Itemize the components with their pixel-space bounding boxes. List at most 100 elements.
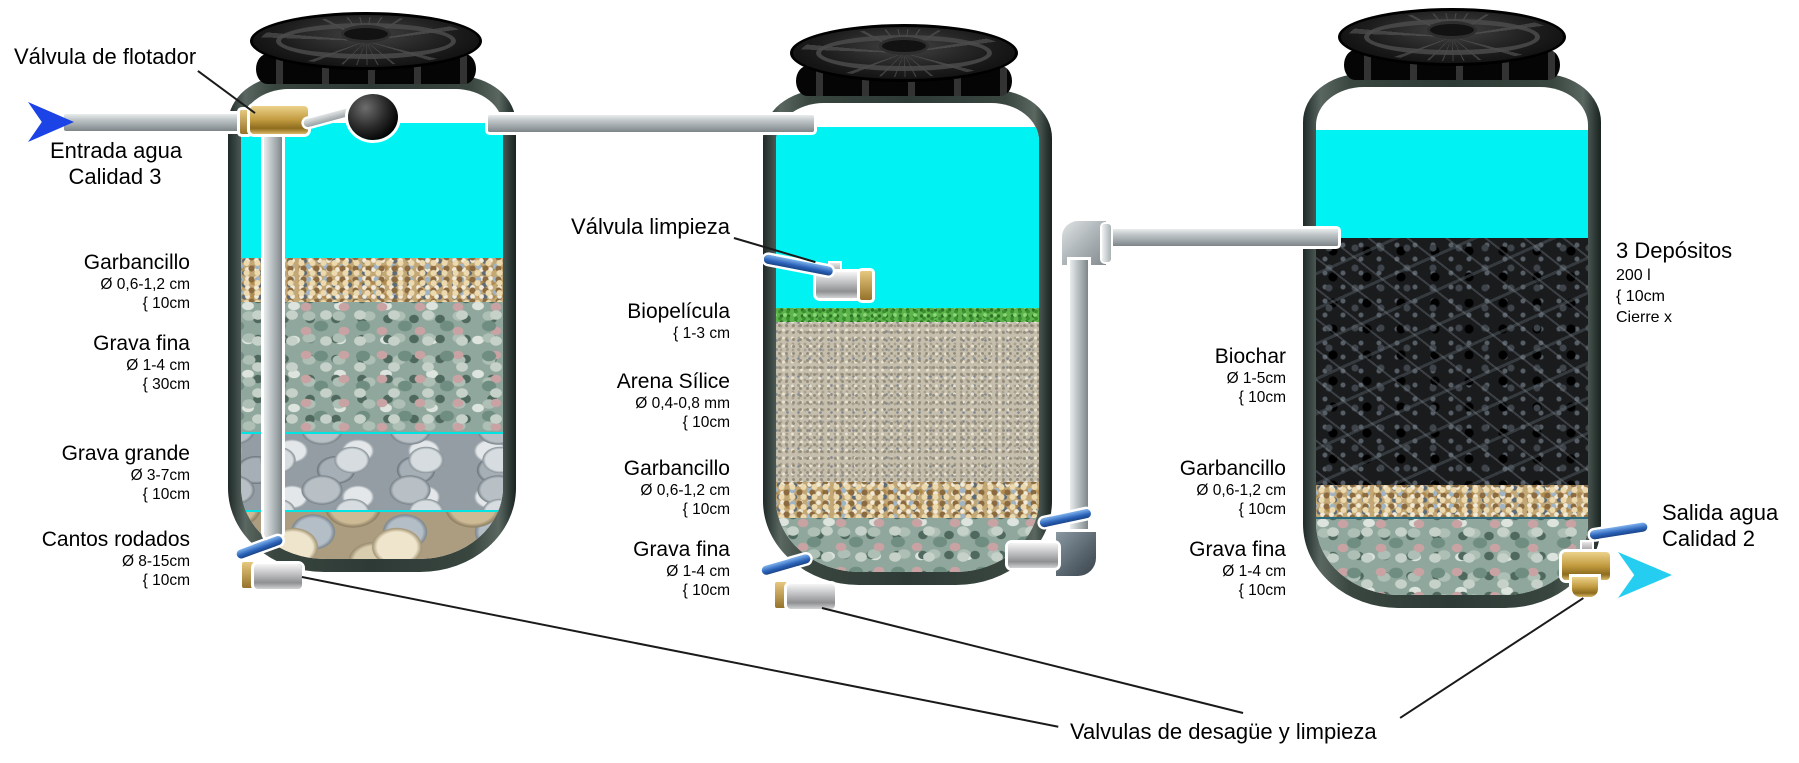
tank-3-water-layer (1316, 130, 1588, 238)
tank-2-grava-fina-label: Grava fina Ø 1-4 cm { 10cm (633, 538, 730, 601)
layer-depth: { 30cm (142, 376, 190, 394)
tank-3-layer-grava-fina (1316, 517, 1588, 595)
tank-2-arena-silice-label: Arena Sílice Ø 0,4-0,8 mm { 10cm (617, 370, 730, 433)
layer-depth: { 10cm (1238, 582, 1286, 600)
layer-name: Garbancillo (1179, 457, 1286, 480)
layer-depth: { 1-3 cm (673, 324, 730, 342)
tank-2-layer-grava-fina (776, 518, 1039, 572)
tank-2-lid-cap (879, 37, 929, 55)
cleaning-valve-label-text: Válvula limpieza (571, 214, 730, 239)
float-valve (250, 106, 308, 134)
inlet-label-line1: Entrada agua (50, 138, 183, 163)
outlet-valve-port (1572, 577, 1598, 597)
tank1-to-tank2-pipe (488, 115, 814, 132)
tank2-to-tank3-pipe (1104, 229, 1338, 246)
tank-3-layer-garbancillo (1316, 485, 1588, 517)
layer-size: Ø 0,6-1,2 cm (100, 275, 190, 293)
tank-1-inner-downpipe (264, 120, 282, 540)
tank-2-layer-biopelicula (776, 308, 1039, 322)
tank-1-water-layer (241, 123, 503, 258)
transfer-riser-pipe (1070, 260, 1088, 536)
inlet-label-line2: Calidad 3 (68, 164, 162, 190)
tank-1-grava-fina-label: Grava fina Ø 1-4 cm { 30cm (93, 332, 190, 395)
transfer-elbow-collar (1102, 224, 1111, 262)
layer-name: Biopelícula (627, 300, 730, 323)
outlet-valve-stem (1582, 542, 1592, 553)
layer-size: Ø 1-5cm (1226, 369, 1286, 387)
tank-2-garbancillo-label: Garbancillo Ø 0,6-1,2 cm { 10cm (624, 457, 730, 520)
tank-3-lid (1338, 8, 1566, 86)
cleaning-valve-nut (860, 271, 872, 300)
layer-name: Cantos rodados (41, 528, 190, 551)
tank-1-garbancillo-label: Garbancillo Ø 0,6-1,2 cm { 10cm (84, 251, 190, 314)
deposits-note-line2: 200 l (1616, 266, 1651, 284)
layer-size: Ø 3-7cm (130, 466, 190, 484)
layer-name: Grava fina (1189, 538, 1286, 561)
tank-1-lid-cap (341, 25, 391, 43)
layer-depth: { 10cm (142, 486, 190, 504)
layer-name: Biochar (1214, 345, 1286, 368)
layer-name: Garbancillo (83, 251, 190, 274)
deposits-note: 3 Depósitos 200 l { 10cm Cierre x (1616, 237, 1732, 328)
deposits-note-line3: { 10cm (1616, 287, 1665, 305)
tank-2-layer-arena-silice (776, 322, 1039, 482)
layer-name: Grava fina (633, 538, 730, 561)
tank-3-lid-cap (1427, 21, 1477, 39)
tank-2-drain-leader-line (821, 607, 1244, 714)
layer-size: Ø 1-4 cm (666, 562, 730, 580)
tank-2-layer-garbancillo (776, 482, 1039, 518)
tank-1-interior (241, 89, 503, 559)
outlet-label-line1: Salida agua (1662, 500, 1779, 525)
inlet-arrow-icon (28, 102, 74, 142)
tank-1-drain-valve-nut (242, 562, 254, 588)
cleaning-valve-label: Válvula limpieza (571, 214, 730, 240)
layer-depth: { 10cm (682, 501, 730, 519)
cleaning-valve-stem (830, 263, 840, 274)
layer-name: Grava grande (61, 442, 190, 465)
tank-2 (763, 90, 1052, 585)
outlet-water-label: Salida agua Calidad 2 (1662, 500, 1778, 553)
tank-1 (228, 76, 516, 572)
tank-3 (1303, 74, 1601, 608)
layer-size: Ø 8-15cm (121, 552, 190, 570)
layer-size: Ø 0,4-0,8 mm (635, 394, 730, 412)
float-ball (348, 94, 398, 140)
tank-1-lid (250, 12, 482, 90)
tank-1-cantos-rodados-label: Cantos rodados Ø 8-15cm { 10cm (42, 528, 190, 591)
tank-2-interior (776, 103, 1039, 572)
tank-2-lid (790, 24, 1018, 102)
tank-1-drain-valve (254, 564, 302, 589)
tank-2-drain-valve-nut (775, 582, 787, 608)
drain-valves-label-text: Valvulas de desagüe y limpieza (1070, 719, 1377, 744)
cleaning-valve (816, 272, 862, 298)
tank-1-layer-grava-fina (241, 302, 503, 432)
transfer-elbow-top (1062, 221, 1106, 265)
layer-size: Ø 0,6-1,2 cm (1196, 481, 1286, 499)
tank-3-grava-fina-label: Grava fina Ø 1-4 cm { 10cm (1189, 538, 1286, 601)
layer-depth: { 10cm (142, 295, 190, 313)
layer-size: Ø 0,6-1,2 cm (640, 481, 730, 499)
inlet-pipe (64, 114, 252, 131)
layer-depth: { 10cm (142, 572, 190, 590)
layer-depth: { 10cm (1238, 389, 1286, 407)
tank-3-drain-leader-line (1399, 597, 1584, 719)
tank-1-layer-cantos-rodados (241, 510, 503, 559)
tank-3-garbancillo-label: Garbancillo Ø 0,6-1,2 cm { 10cm (1180, 457, 1286, 520)
outlet-label-line2: Calidad 2 (1662, 526, 1755, 552)
layer-size: Ø 1-4 cm (1222, 562, 1286, 580)
transfer-valve (1008, 543, 1058, 568)
transfer-elbow-bottom (1056, 532, 1096, 576)
layer-depth: { 10cm (682, 414, 730, 432)
tank-2-drain-valve (787, 584, 835, 609)
tank-1-layer-garbancillo (241, 258, 503, 302)
outlet-valve (1562, 552, 1610, 580)
layer-depth: { 10cm (1238, 501, 1286, 519)
float-valve-nut (240, 110, 250, 134)
drain-valves-label: Valvulas de desagüe y limpieza (1070, 719, 1377, 745)
layer-depth: { 10cm (682, 582, 730, 600)
layer-name: Grava fina (93, 332, 190, 355)
layer-size: Ø 1-4 cm (126, 356, 190, 374)
outlet-arrow-icon (1618, 552, 1672, 598)
inlet-water-label: Entrada agua Calidad 3 (50, 138, 183, 191)
